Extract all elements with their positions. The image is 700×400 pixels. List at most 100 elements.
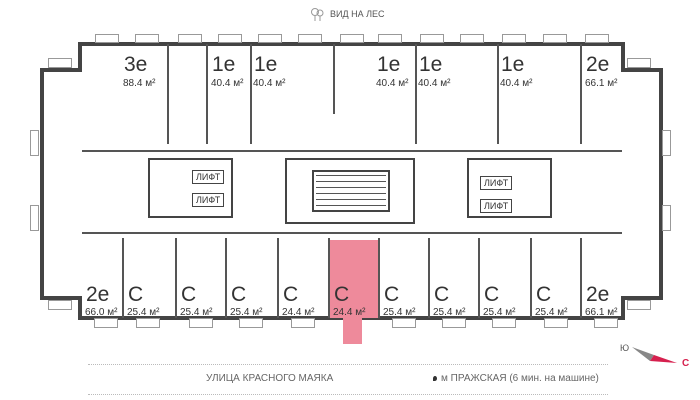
window <box>258 34 282 43</box>
exterior-wall <box>659 68 663 300</box>
window <box>392 318 416 328</box>
interior-wall <box>478 238 480 318</box>
exterior-wall <box>621 296 625 320</box>
view-caption: ВИД НА ЛЕС <box>310 7 384 21</box>
interior-wall <box>428 238 430 318</box>
interior-wall <box>378 238 380 318</box>
lift-label: ЛИФТ <box>192 170 225 184</box>
unit-area: 66.1 м² <box>585 307 618 318</box>
lift-lobby <box>148 158 233 218</box>
apartment-unit[interactable]: 1е 40.4 м² <box>373 48 414 94</box>
unit-type: 1е <box>254 53 278 76</box>
unit-area: 24.4 м² <box>333 307 366 318</box>
stair-step <box>316 193 386 194</box>
window <box>594 318 618 328</box>
window <box>340 34 364 43</box>
unit-type: 1е <box>377 53 401 76</box>
lift-lobby <box>467 158 552 218</box>
window <box>298 34 322 43</box>
apartment-unit[interactable]: 1е 40.4 м² <box>208 48 249 94</box>
lift-label: ЛИФТ <box>192 193 225 207</box>
unit-type: С <box>484 283 500 306</box>
interior-wall <box>580 238 582 318</box>
unit-type: С <box>384 283 400 306</box>
unit-area: 25.4 м² <box>433 307 466 318</box>
stair-step <box>316 199 386 200</box>
metro-label: м ПРАЖСКАЯ (6 мин. на машине) <box>441 373 599 384</box>
corridor-wall <box>82 232 622 234</box>
window <box>378 34 402 43</box>
window <box>442 318 466 328</box>
window <box>48 58 72 68</box>
unit-type: 1е <box>501 53 525 76</box>
exterior-wall <box>621 42 625 72</box>
interior-wall <box>225 238 227 318</box>
window <box>178 34 202 43</box>
exterior-wall <box>621 68 663 72</box>
window <box>135 34 159 43</box>
street-label: УЛИЦА КРАСНОГО МАЯКА <box>206 373 334 384</box>
window <box>460 34 484 43</box>
window <box>627 58 651 68</box>
window <box>627 300 651 310</box>
interior-wall <box>328 238 330 318</box>
unit-area: 25.4 м² <box>535 307 568 318</box>
interior-wall <box>206 44 208 144</box>
divider <box>88 394 608 395</box>
interior-wall <box>580 44 582 144</box>
window <box>502 34 526 43</box>
interior-wall <box>333 44 335 114</box>
unit-area: 66.0 м² <box>85 307 118 318</box>
unit-area: 40.4 м² <box>500 78 533 89</box>
interior-wall <box>415 44 417 144</box>
unit-area: 25.4 м² <box>180 307 213 318</box>
unit-type: 2е <box>586 283 610 306</box>
selected-unit-highlight <box>330 240 378 318</box>
window <box>94 318 118 328</box>
divider <box>88 364 608 365</box>
apartment-unit[interactable]: 1е 40.4 м² <box>497 48 538 94</box>
exterior-wall <box>621 296 663 300</box>
unit-area: 40.4 м² <box>211 78 244 89</box>
unit-type: С <box>536 283 552 306</box>
compass-north-label: С <box>682 358 690 369</box>
window <box>30 205 39 231</box>
unit-type: С <box>128 283 144 306</box>
unit-type: 1е <box>212 53 236 76</box>
interior-wall <box>497 44 499 144</box>
unit-type: С <box>283 283 299 306</box>
stair-step <box>316 187 386 188</box>
interior-wall <box>250 44 252 144</box>
window <box>30 130 39 156</box>
exterior-wall <box>40 68 82 72</box>
view-label: ВИД НА ЛЕС <box>330 9 385 19</box>
interior-wall <box>167 44 169 144</box>
unit-type: 2е <box>586 53 610 76</box>
unit-area: 25.4 м² <box>383 307 416 318</box>
unit-area: 40.4 м² <box>376 78 409 89</box>
compass-south-label: Ю <box>620 343 630 353</box>
window <box>136 318 160 328</box>
exterior-wall <box>78 296 82 320</box>
interior-wall <box>175 238 177 318</box>
stair-step <box>316 181 386 182</box>
lift-label: ЛИФТ <box>480 176 513 190</box>
exterior-wall <box>78 42 625 46</box>
corridor-wall <box>82 150 622 152</box>
window <box>291 318 315 328</box>
